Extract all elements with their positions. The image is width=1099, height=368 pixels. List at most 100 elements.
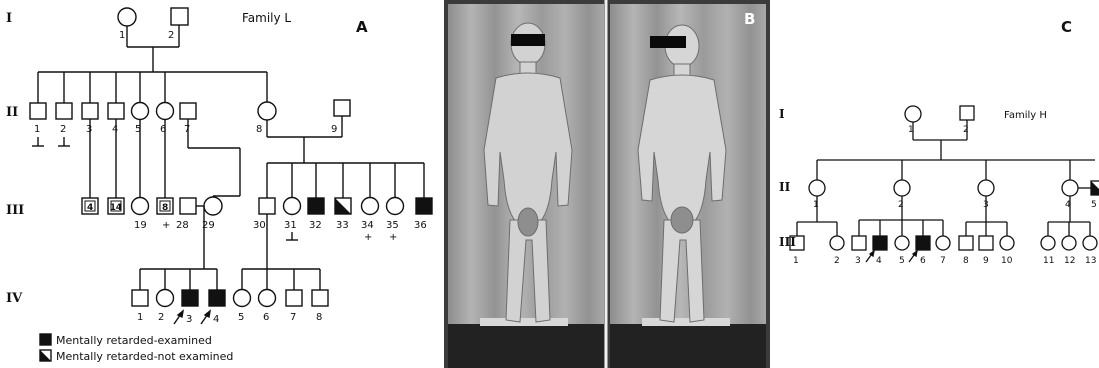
left-photo-floor: [448, 324, 604, 368]
panel-a-pedigree-family-l: A Family L I II III IV 1 2 1 2 3 4 5 6 7…: [0, 0, 440, 368]
gen3-male-28: [180, 198, 196, 214]
c-gen2-female-2: [894, 180, 910, 196]
svg-text:11: 11: [1043, 256, 1054, 266]
svg-text:5: 5: [238, 312, 244, 323]
gen3-female-35: [387, 198, 404, 215]
svg-text:4: 4: [87, 203, 93, 213]
panel-c-pedigree-family-h: C Family H I II III 1 2 1 2 3 4 5: [775, 0, 1099, 368]
gen1-female-1: [118, 8, 136, 26]
generation-i-label: I: [6, 11, 12, 26]
svg-text:8: 8: [256, 124, 262, 135]
gen3-female-19: [132, 198, 149, 215]
svg-text:9: 9: [331, 124, 337, 135]
svg-text:14: 14: [110, 203, 122, 213]
legend-filled-square: [40, 334, 51, 345]
gen4-male-1: [132, 290, 148, 306]
svg-text:1: 1: [34, 124, 40, 135]
svg-text:4: 4: [876, 256, 882, 266]
gen4-affected-male-3-proband: [182, 290, 198, 306]
svg-text:2: 2: [168, 30, 174, 41]
gen4-female-6: [259, 290, 276, 307]
svg-text:1: 1: [793, 256, 799, 266]
c-gen3-female-5: [895, 236, 909, 250]
panel-c-letter: C: [1061, 18, 1072, 36]
gen2-male-7: [180, 103, 196, 119]
svg-text:8: 8: [963, 256, 969, 266]
c-generation-iii-label: III: [779, 235, 796, 249]
legend-not-examined: Mentally retarded-not examined: [56, 350, 233, 363]
svg-text:2: 2: [898, 200, 904, 210]
svg-text:5: 5: [899, 256, 905, 266]
c-gen3-male-3: [852, 236, 866, 250]
svg-text:8: 8: [162, 203, 168, 213]
svg-text:+: +: [364, 232, 372, 243]
gen2-female-6: [157, 103, 174, 120]
svg-text:5: 5: [1091, 200, 1097, 210]
svg-text:4: 4: [112, 124, 118, 135]
gen4-affected-male-4-proband: [209, 290, 225, 306]
svg-text:32: 32: [309, 220, 322, 231]
gen3-female-29: [204, 197, 222, 215]
c-gen2-female-3: [978, 180, 994, 196]
gen2-male-9: [334, 100, 350, 116]
c-gen2-female-1: [809, 180, 825, 196]
panel-a-letter: A: [356, 18, 368, 36]
gen2-female-5: [132, 103, 149, 120]
svg-text:1: 1: [813, 200, 819, 210]
generation-ii-label: II: [6, 105, 18, 120]
svg-text:31: 31: [284, 220, 297, 231]
c-generation-ii-label: II: [779, 180, 791, 194]
c-gen3-male-9: [979, 236, 993, 250]
c-gen3-affected-male-4-proband: [873, 236, 887, 250]
svg-text:33: 33: [336, 220, 349, 231]
right-photo-floor: [610, 324, 766, 368]
gen3-affected-male-36: [416, 198, 432, 214]
c-gen3-female-11: [1041, 236, 1055, 250]
gen2-female-8: [258, 102, 276, 120]
svg-text:1: 1: [137, 312, 143, 323]
svg-text:7: 7: [184, 124, 190, 135]
svg-text:3: 3: [855, 256, 861, 266]
svg-text:30: 30: [253, 220, 266, 231]
gen2-male-4: [108, 103, 124, 119]
gen2-male-3: [82, 103, 98, 119]
gen2-male-2: [56, 103, 72, 119]
panel-a-family-label: Family L: [242, 11, 291, 25]
gen3-female-31: [284, 198, 301, 215]
svg-text:6: 6: [263, 312, 269, 323]
gen4-female-5: [234, 290, 251, 307]
svg-text:3: 3: [186, 314, 192, 325]
svg-text:1: 1: [119, 30, 125, 41]
svg-text:2: 2: [834, 256, 840, 266]
svg-text:12: 12: [1064, 256, 1075, 266]
gen3-affected-male-32: [308, 198, 324, 214]
c-gen1-male-2: [960, 106, 974, 120]
svg-text:34: 34: [361, 220, 374, 231]
svg-text:36: 36: [414, 220, 427, 231]
left-eye-mask: [511, 34, 545, 46]
gen4-male-8: [312, 290, 328, 306]
svg-text:6: 6: [920, 256, 926, 266]
right-eye-mask: [650, 36, 686, 48]
c-gen1-female-1: [905, 106, 921, 122]
gen3-female-34: [362, 198, 379, 215]
svg-text:2: 2: [60, 124, 66, 135]
svg-text:7: 7: [290, 312, 296, 323]
gen3-male-30: [259, 198, 275, 214]
gen4-female-2: [157, 290, 174, 307]
panel-b-photograph: B: [444, 0, 770, 368]
svg-text:2: 2: [158, 312, 164, 323]
c-gen3-female-2: [830, 236, 844, 250]
c-gen3-affected-male-6-proband: [916, 236, 930, 250]
svg-text:19: 19: [134, 220, 147, 231]
svg-text:7: 7: [940, 256, 946, 266]
svg-text:9: 9: [983, 256, 989, 266]
c-gen3-male-8: [959, 236, 973, 250]
c-generation-i-label: I: [779, 107, 785, 121]
gen2-male-1: [30, 103, 46, 119]
svg-text:+: +: [162, 220, 170, 231]
generation-iii-label: III: [6, 203, 24, 218]
c-gen2-female-4: [1062, 180, 1078, 196]
panel-b-letter: B: [744, 10, 755, 28]
svg-text:2: 2: [963, 125, 969, 135]
